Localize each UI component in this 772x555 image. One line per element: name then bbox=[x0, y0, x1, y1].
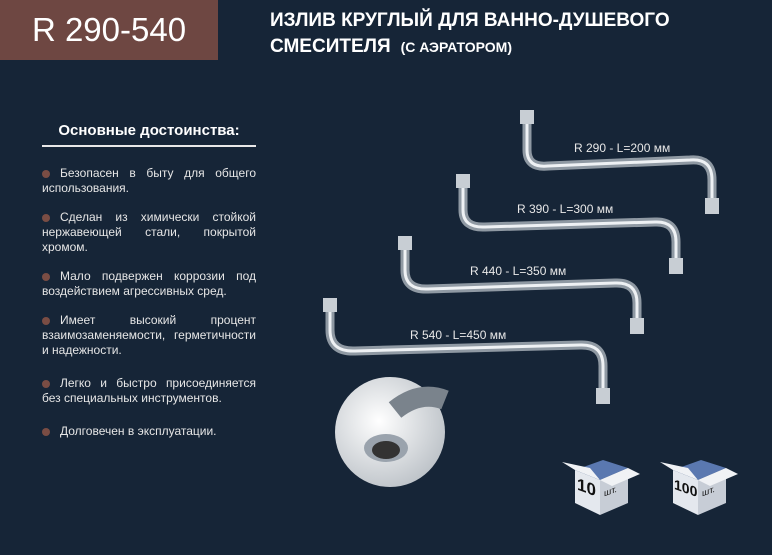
bullet-icon bbox=[42, 169, 50, 178]
bullet-icon bbox=[42, 272, 50, 281]
pipe-label-r440: R 440 - L=350 мм bbox=[470, 264, 567, 278]
aerator-closeup bbox=[335, 377, 449, 487]
page-title: ИЗЛИВ КРУГЛЫЙ ДЛЯ ВАННО-ДУШЕВОГО СМЕСИТЕ… bbox=[270, 8, 670, 60]
pipe-label-r540: R 540 - L=450 мм bbox=[410, 328, 507, 342]
pipe-r440 bbox=[398, 236, 644, 334]
pipe-r390 bbox=[456, 174, 683, 274]
title-line-2: СМЕСИТЕЛЯ bbox=[270, 36, 391, 57]
model-badge: R 290-540 bbox=[0, 0, 218, 60]
bullet-icon bbox=[42, 213, 50, 222]
bullet-icon bbox=[42, 379, 50, 388]
list-item: Легко и быстро присоединяется без специа… bbox=[42, 376, 256, 405]
advantages-heading: Основные достоинства: bbox=[42, 122, 256, 147]
list-item: Мало подвержен коррозии под воздействием… bbox=[42, 269, 256, 298]
list-item: Долговечен в эксплуатации. bbox=[42, 424, 256, 439]
bullet-icon bbox=[42, 316, 50, 325]
pipe-label-r390: R 390 - L=300 мм bbox=[517, 202, 614, 216]
list-item: Сделан из химически стойкой нержавеющей … bbox=[42, 210, 256, 254]
pipe-r540 bbox=[323, 298, 610, 404]
bullet-icon bbox=[42, 427, 50, 436]
pipe-r290 bbox=[520, 110, 719, 214]
title-subtitle: (С АЭРАТОРОМ) bbox=[400, 39, 512, 55]
pipe-label-r290: R 290 - L=200 мм bbox=[574, 141, 671, 155]
box-icon-100 bbox=[660, 460, 738, 515]
box-icon-10 bbox=[562, 460, 640, 515]
advantages-list: Безопасен в быту для общего использовани… bbox=[42, 166, 256, 453]
title-line-1: ИЗЛИВ КРУГЛЫЙ ДЛЯ ВАННО-ДУШЕВОГО bbox=[270, 10, 670, 31]
list-item: Безопасен в быту для общего использовани… bbox=[42, 166, 256, 195]
list-item: Имеет высокий процент взаимозаменяемости… bbox=[42, 313, 256, 357]
